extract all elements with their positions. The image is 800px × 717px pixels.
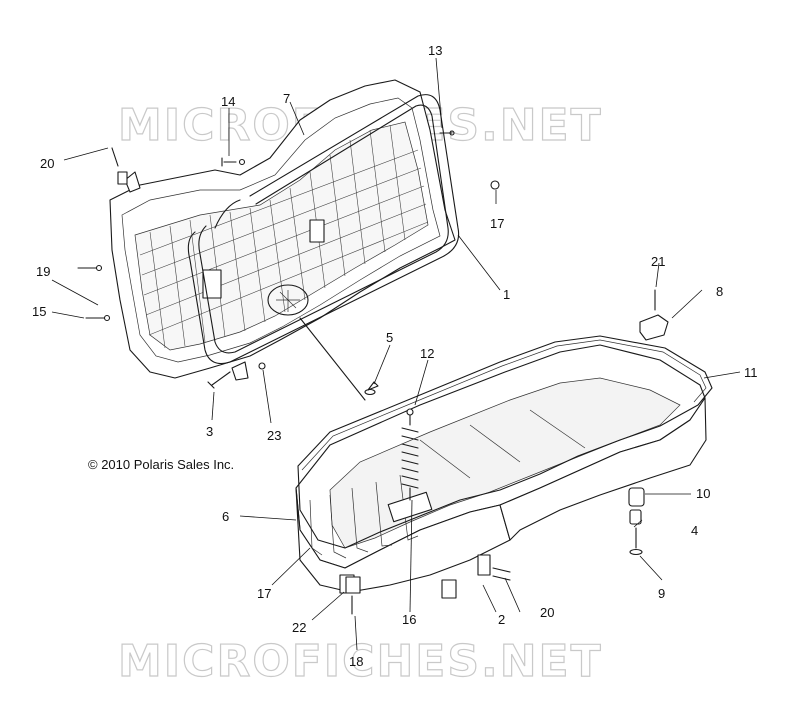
- lid-grid-mesh: [139, 124, 429, 349]
- lid-seal: [297, 335, 713, 549]
- rivet-5: [367, 381, 379, 391]
- nut-17-top: [490, 180, 500, 190]
- latch-8: [639, 314, 669, 341]
- callout-23: 23: [267, 428, 281, 443]
- rack-tube-frame: [187, 94, 460, 365]
- callout-4: 4: [691, 523, 698, 538]
- box-front-ribs: [309, 474, 419, 559]
- callout-8: 8: [716, 284, 723, 299]
- callout-11: 11: [744, 365, 758, 380]
- callout-17-top: 17: [490, 216, 504, 231]
- gas-spring: [401, 408, 419, 501]
- callout-18: 18: [349, 654, 363, 669]
- bolt-3: [207, 371, 231, 389]
- copyright-notice: © 2010 Polaris Sales Inc.: [88, 457, 234, 472]
- callout-14: 14: [221, 94, 235, 109]
- callout-12: 12: [420, 346, 434, 361]
- leader-lines: [51, 57, 741, 651]
- callout-16: 16: [402, 612, 416, 627]
- lid-emblem: [267, 284, 309, 316]
- spacer-4: [629, 509, 642, 525]
- screw-14: [221, 157, 237, 167]
- callout-13: 13: [428, 43, 442, 58]
- callout-22: 22: [292, 620, 306, 635]
- callout-19: 19: [36, 264, 50, 279]
- callouts: 1 2 3 4 5 6 7 8 9 10 11 12 13 14 15 16 1…: [32, 43, 758, 669]
- callout-15: 15: [32, 304, 46, 319]
- lid-shell: [109, 79, 456, 379]
- bumper-10: [628, 487, 645, 507]
- storage-lid-assembly: [109, 79, 456, 381]
- callout-2: 2: [498, 612, 505, 627]
- callout-7: 7: [283, 91, 290, 106]
- washer-23: [258, 362, 266, 370]
- storage-box-base: [295, 344, 707, 599]
- callout-1: 1: [503, 287, 510, 302]
- clip-20: [117, 171, 128, 185]
- watermark-bottom: MICROFICHES.NET: [118, 636, 603, 687]
- callout-10: 10: [696, 486, 710, 501]
- callout-9: 9: [658, 586, 665, 601]
- lid-latch-bracket: [202, 269, 222, 299]
- spring-base-plate: [387, 491, 433, 523]
- callout-3: 3: [206, 424, 213, 439]
- callout-17-bottom: 17: [257, 586, 271, 601]
- screw-20-top: [111, 147, 119, 167]
- lid-support-cable: [299, 317, 366, 401]
- clip-22: [345, 576, 361, 594]
- front-latch-right: [441, 579, 457, 599]
- front-hinge-bracket: [477, 554, 491, 576]
- screw-20-bottom: [492, 567, 511, 581]
- callout-20-top: 20: [40, 156, 54, 171]
- callout-20-bottom: 20: [540, 605, 554, 620]
- callout-5: 5: [386, 330, 393, 345]
- callout-6: 6: [222, 509, 229, 524]
- callout-21: 21: [651, 254, 665, 269]
